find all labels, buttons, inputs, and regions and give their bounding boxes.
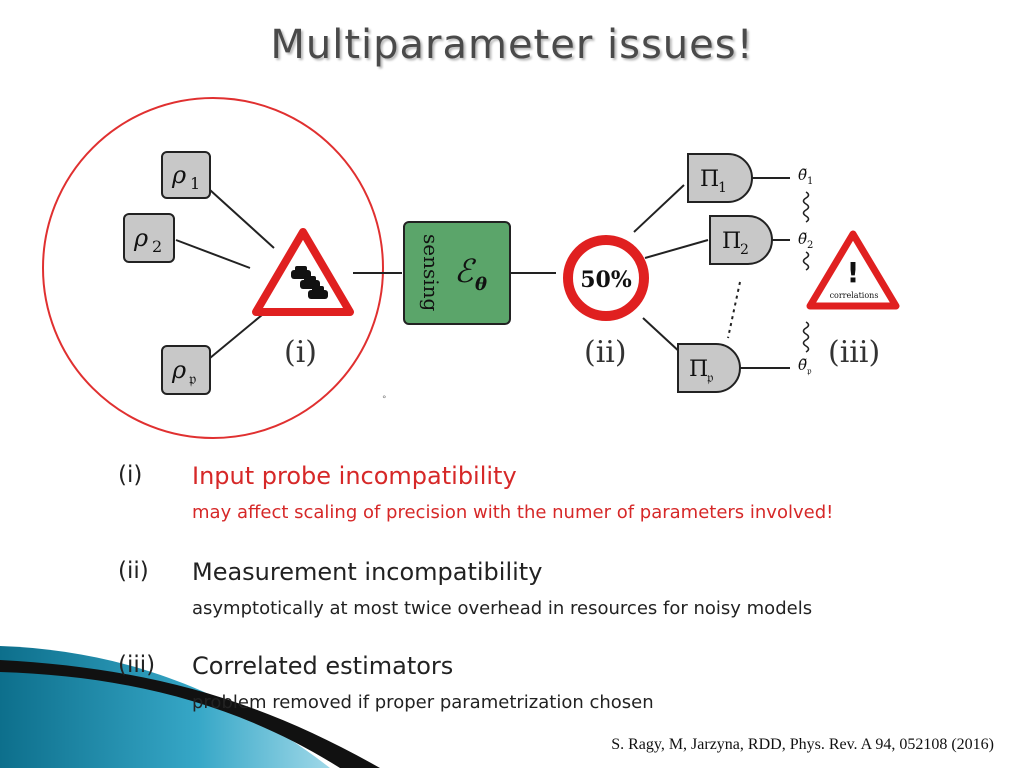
item-heading: Input probe incompatibility — [192, 462, 517, 490]
traffic-warning-sign — [252, 228, 354, 316]
item-number: (ii) — [118, 558, 149, 584]
stage-label-ii: (ii) — [584, 335, 627, 370]
tiny-mark: ° — [382, 395, 387, 405]
cars-icon — [291, 266, 328, 299]
stage-label-i: (i) — [284, 335, 317, 370]
svg-text:Π: Π — [700, 167, 719, 192]
item-number: (iii) — [118, 652, 156, 678]
wavy-line-top — [802, 191, 810, 223]
svg-text:ρ: ρ — [133, 224, 148, 252]
svg-text:1: 1 — [190, 174, 200, 193]
fifty-percent-text: 50% — [580, 267, 632, 293]
item-description: asymptotically at most twice overhead in… — [192, 598, 813, 619]
meas-line-p — [642, 317, 683, 355]
svg-text:1: 1 — [718, 180, 727, 196]
estimator-1: θ̃ 1 — [798, 166, 813, 187]
svg-text:2: 2 — [807, 240, 813, 251]
svg-text:Π: Π — [689, 357, 708, 382]
probe-rho-2: ρ 2 — [123, 213, 175, 263]
highlight-circle — [42, 97, 384, 439]
svg-text:θ̃: θ̃ — [798, 356, 807, 374]
correlations-warning-sign: ! correlations — [806, 230, 900, 310]
svg-text:𝔭: 𝔭 — [189, 369, 196, 388]
measurement-pi-2: Π 2 — [709, 215, 773, 265]
probe-line-1 — [209, 189, 275, 249]
measurement-pi-p: Π 𝔭 — [677, 343, 741, 393]
wavy-line-mid — [802, 251, 810, 271]
probe-rho-1: ρ 1 — [161, 151, 211, 199]
wavy-line-bottom — [802, 321, 810, 353]
item-heading: Correlated estimators — [192, 652, 454, 680]
meas-line-1 — [633, 184, 685, 233]
sensing-label: sensing — [419, 234, 443, 312]
item-description: may affect scaling of precision with the… — [192, 502, 834, 523]
svg-text:θ̃: θ̃ — [798, 230, 807, 248]
item-number: (i) — [118, 462, 143, 488]
svg-text:θ: θ — [475, 274, 487, 295]
svg-text:2: 2 — [152, 237, 162, 256]
item-description: problem removed if proper parametrizatio… — [192, 692, 654, 713]
exclamation-icon: ! — [847, 256, 860, 289]
sensing-channel-box: sensing ℰ θ — [403, 221, 511, 325]
meas-line-2 — [644, 239, 709, 259]
measurement-pi-1: Π 1 — [687, 153, 753, 203]
probe-rho-p: ρ 𝔭 — [161, 345, 211, 395]
svg-text:1: 1 — [807, 176, 813, 187]
fifty-percent-sign: 50% — [563, 235, 649, 321]
stage-label-iii: (iii) — [828, 335, 880, 370]
svg-text:2: 2 — [740, 242, 749, 258]
meas-dots — [727, 281, 741, 339]
estimator-p: θ̃ 𝔭 — [798, 356, 812, 377]
svg-text:θ̃: θ̃ — [798, 166, 807, 184]
multiparameter-diagram: ρ 1 ρ 2 ρ 𝔭 (i) ° sensing ℰ θ — [42, 97, 900, 439]
slide-title: Multiparameter issues! — [270, 22, 754, 68]
citation: S. Ragy, M, Jarzyna, RDD, Phys. Rev. A 9… — [611, 736, 994, 753]
probe-line-2 — [175, 239, 251, 269]
item-heading: Measurement incompatibility — [192, 558, 543, 586]
correlations-label: correlations — [830, 291, 879, 300]
estimator-2: θ̃ 2 — [798, 230, 813, 251]
svg-text:𝔭: 𝔭 — [707, 370, 713, 386]
svg-text:ρ: ρ — [171, 356, 186, 384]
svg-text:Π: Π — [722, 229, 741, 254]
channel-symbol: ℰ — [454, 252, 477, 290]
probe-line-p — [209, 309, 269, 359]
svg-text:ρ: ρ — [171, 161, 186, 189]
svg-text:𝔭: 𝔭 — [807, 366, 812, 377]
